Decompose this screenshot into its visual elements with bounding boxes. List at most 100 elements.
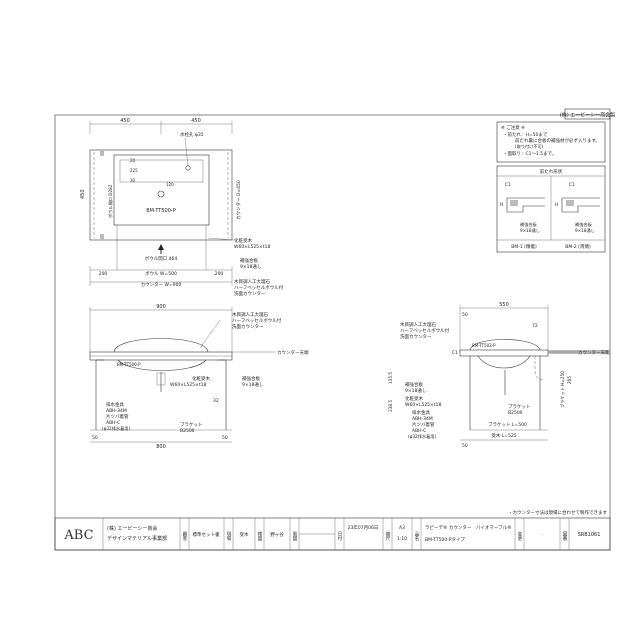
field-drawn: 製図 (292, 530, 297, 542)
top-dim-right: 450 (191, 118, 201, 124)
bowl-front (113, 338, 209, 353)
field-site: 現場 (226, 531, 231, 542)
value-revision: - (541, 533, 543, 538)
value-customer: 標準セット書 (193, 531, 220, 538)
top-leader1: 化粧受木 (234, 237, 252, 244)
front-reinforce: 補強合板 (242, 375, 260, 382)
top-leader3: 木目調人工大理石 (234, 278, 270, 285)
side-receiver: 化粧受木 (405, 395, 423, 402)
front-dim-top: 900 (156, 304, 166, 310)
side-d50b: 50 (462, 443, 468, 449)
top-dim-200-left: 200 (99, 271, 108, 277)
front-receiver: 化粧受木 (192, 375, 210, 382)
value-number: SRB1061 (578, 532, 601, 538)
edge-label-left: BM-1 (精着) (511, 243, 537, 250)
notes-line3: (取り付け不可) (515, 143, 544, 150)
value-scale: 1:10 (397, 536, 407, 542)
front-drain-d: ABH-C (106, 420, 120, 426)
side-label1c: 洗面カウンター (400, 333, 432, 340)
drain-hole-top (157, 190, 165, 198)
front-label1c: 洗面カウンター (232, 323, 264, 330)
edge-label-right: BM-2 (両側) (565, 243, 591, 250)
top-leader2b: 9×18通し (240, 263, 262, 270)
top-view: 450 450 水栓孔 φ35 20 225 30 120 450 ボウル開口 … (80, 118, 284, 297)
side-bracket-b: B2500 (508, 410, 523, 416)
edge-h-left: H (500, 202, 503, 208)
side-vert: ブラケット H=250 (559, 371, 566, 408)
bowl-opening-label: ボウル開口 464 (145, 255, 178, 262)
edge-reinforce-left: 補強合板 (520, 221, 538, 228)
front-label1: 木目調人工大理石 (232, 311, 268, 318)
side-dim-top: 550 (499, 302, 509, 308)
value-date: 23年07月06日 (348, 524, 379, 531)
edge-reinforce-dim-right: 9×18通し (575, 227, 595, 234)
side-h2385: 238.5 (388, 400, 393, 412)
bowl-model-top: BM-TT500-P (146, 208, 175, 214)
value-size: A3 (399, 525, 405, 531)
side-drain-c: 片ツバ着管 (412, 421, 435, 428)
top-d20: 20 (130, 158, 136, 163)
side-counter-top: カウンター天端 (578, 349, 610, 356)
top-leader3c: 洗面カウンター (234, 290, 266, 297)
notes-line2: 前たれ裏に合板の補強材が必ず入ります。 (515, 137, 600, 144)
field-product: 品名 (414, 531, 419, 542)
notes-line4: ・面取り：C1～1.5まで。 (503, 151, 556, 157)
company-name-1: (株) エービーシー商会 (107, 525, 157, 532)
top-dim-bowl: ボウル W=500 (145, 270, 177, 277)
side-reinforce-b: 9×18通し (405, 387, 427, 394)
faucet-hole (185, 165, 191, 171)
side-drain: 排水金具 (412, 409, 430, 416)
edge-title: 前たれ形状 (540, 168, 563, 175)
field-date: 日付 (337, 531, 342, 542)
top-leader2: 補強合板 (240, 257, 258, 264)
front-d32: 32 (213, 398, 219, 404)
field-revision: 変更 (517, 530, 522, 542)
side-bracket-span: ブラケット L=500 (488, 421, 527, 428)
side-drain-d: ABH-C (412, 428, 426, 434)
front-receiver-b: W60×L525×t18 (170, 382, 206, 388)
title-block: ABC (株) エービーシー商会 デザインマテリアル事業部 顧客 標準セット書 … (54, 517, 611, 551)
edge-reinforce-dim-left: 9×18通し (520, 227, 540, 234)
top-dim-200-right: 200 (215, 271, 224, 277)
logo: ABC (63, 528, 93, 543)
front-drain-c: 片ツバ着管 (106, 413, 129, 420)
front-d50: 50 (92, 435, 98, 441)
front-reinforce-b: 9×18通し (242, 381, 264, 388)
side-receiver-span: 受木 L=525 (491, 432, 516, 439)
company-name-2: デザインマテリアル事業部 (107, 535, 167, 542)
top-d30: 30 (130, 178, 136, 183)
edge-reinforce-right: 補強合板 (575, 221, 593, 228)
field-check: 検図 (257, 530, 262, 542)
edge-h-right: H (555, 202, 558, 208)
top-leader1b: W60×L525×t18 (234, 244, 270, 250)
notes-heading: ※ ご注意 ※ (501, 124, 525, 131)
notes-line1: ・前たれ：H=50まで (503, 131, 548, 138)
edge-c1-right: C1 (569, 182, 575, 188)
side-receiver-b: W60×L525×t18 (405, 402, 441, 408)
value-check: 野ヶ谷 (270, 531, 284, 538)
counter-width-label: カウンター W=900 (141, 281, 182, 288)
side-h1355: 135.5 (388, 372, 393, 384)
side-h205: 205 (567, 376, 572, 384)
top-d450: 450 (80, 189, 86, 199)
side-label1b: ハーフベッセルボウル付 (400, 327, 450, 334)
top-d120: 120 (166, 182, 174, 187)
field-scale: 縮尺 (385, 530, 390, 542)
front-label1b: ハーフベッセルボウル付 (232, 317, 282, 324)
field-customer: 顧客 (182, 530, 187, 542)
side-reinforce: 補強合板 (405, 381, 423, 388)
front-drain: 排水金具 (106, 401, 124, 408)
field-number: 図番 (562, 531, 567, 542)
side-d50: 50 (462, 312, 468, 318)
value-product-2: BM-TT500-Pタイプ (425, 536, 466, 543)
front-model: BM-TT500-P (117, 362, 141, 367)
front-bracket-b: B2500 (180, 428, 195, 434)
footer-note: ・カウンター寸法は現場に合わせて製作できます (508, 509, 607, 516)
counter-depth-label: カウンター D=450 (235, 180, 242, 220)
counter-outline-top (89, 149, 233, 241)
bowl-outline-top (113, 154, 210, 226)
front-counter-top: カウンター天端 (277, 349, 309, 356)
side-model: BM-TT503-P (472, 343, 496, 348)
value-site: 受木 (240, 531, 249, 538)
